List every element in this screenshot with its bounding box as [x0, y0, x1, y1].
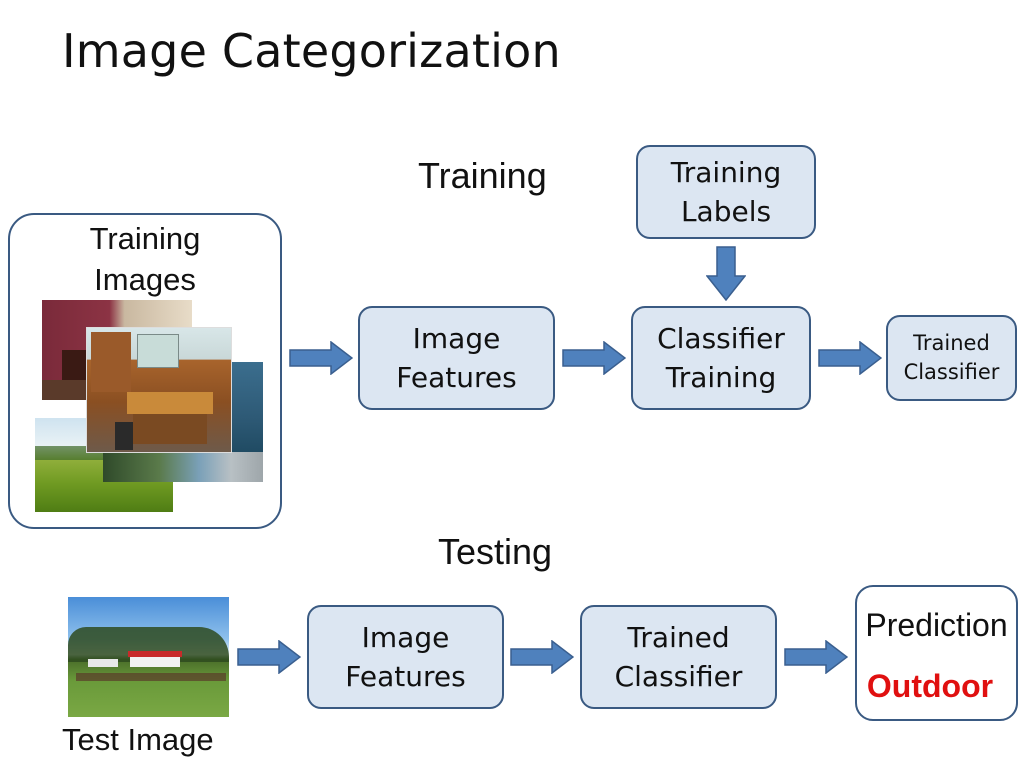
arrow-right-icon [784, 640, 848, 674]
training-images-label: Training Images [8, 218, 282, 300]
classifier-training-line2: Training [665, 361, 777, 394]
training-section-label: Training [418, 155, 547, 196]
testing-features-line1: Image [361, 620, 450, 654]
training-photo-kitchen [86, 327, 232, 453]
training-features-line2: Features [396, 361, 517, 394]
arrow-down-icon [706, 246, 746, 301]
classifier-training-line1: Classifier [657, 321, 785, 355]
training-labels-line2: Labels [680, 195, 772, 228]
testing-classifier-line1: Trained [627, 620, 730, 654]
trained-classifier-output-box: Trained Classifier [886, 315, 1017, 401]
testing-trained-classifier-box: Trained Classifier [580, 605, 777, 709]
arrow-right-icon [818, 341, 882, 375]
arrow-right-icon [510, 640, 574, 674]
training-photo-shore [103, 452, 263, 482]
training-images-label-line1: Training [89, 221, 201, 256]
testing-section-label: Testing [438, 531, 553, 572]
testing-image-features-box: Image Features [307, 605, 504, 709]
training-image-features-box: Image Features [358, 306, 555, 410]
arrow-right-icon [237, 640, 301, 674]
training-images-label-line2: Images [94, 262, 196, 297]
arrow-right-icon [289, 341, 353, 375]
prediction-box [855, 585, 1018, 721]
prediction-value: Outdoor [866, 668, 994, 704]
testing-classifier-line2: Classifier [614, 660, 743, 693]
test-image-photo [68, 597, 229, 717]
prediction-label: Prediction [865, 607, 1008, 643]
test-image-label: Test Image [62, 722, 214, 757]
testing-features-line2: Features [345, 660, 466, 693]
arrow-right-icon [562, 341, 626, 375]
training-photo-ocean [230, 362, 263, 454]
training-labels-box: Training Labels [636, 145, 816, 239]
training-labels-line1: Training [670, 155, 782, 189]
trained-classifier-output-line2: Classifier [903, 360, 1000, 384]
classifier-training-box: Classifier Training [631, 306, 811, 410]
slide-title: Image Categorization [62, 24, 561, 78]
training-features-line1: Image [412, 321, 501, 355]
trained-classifier-output-line1: Trained [913, 330, 990, 355]
